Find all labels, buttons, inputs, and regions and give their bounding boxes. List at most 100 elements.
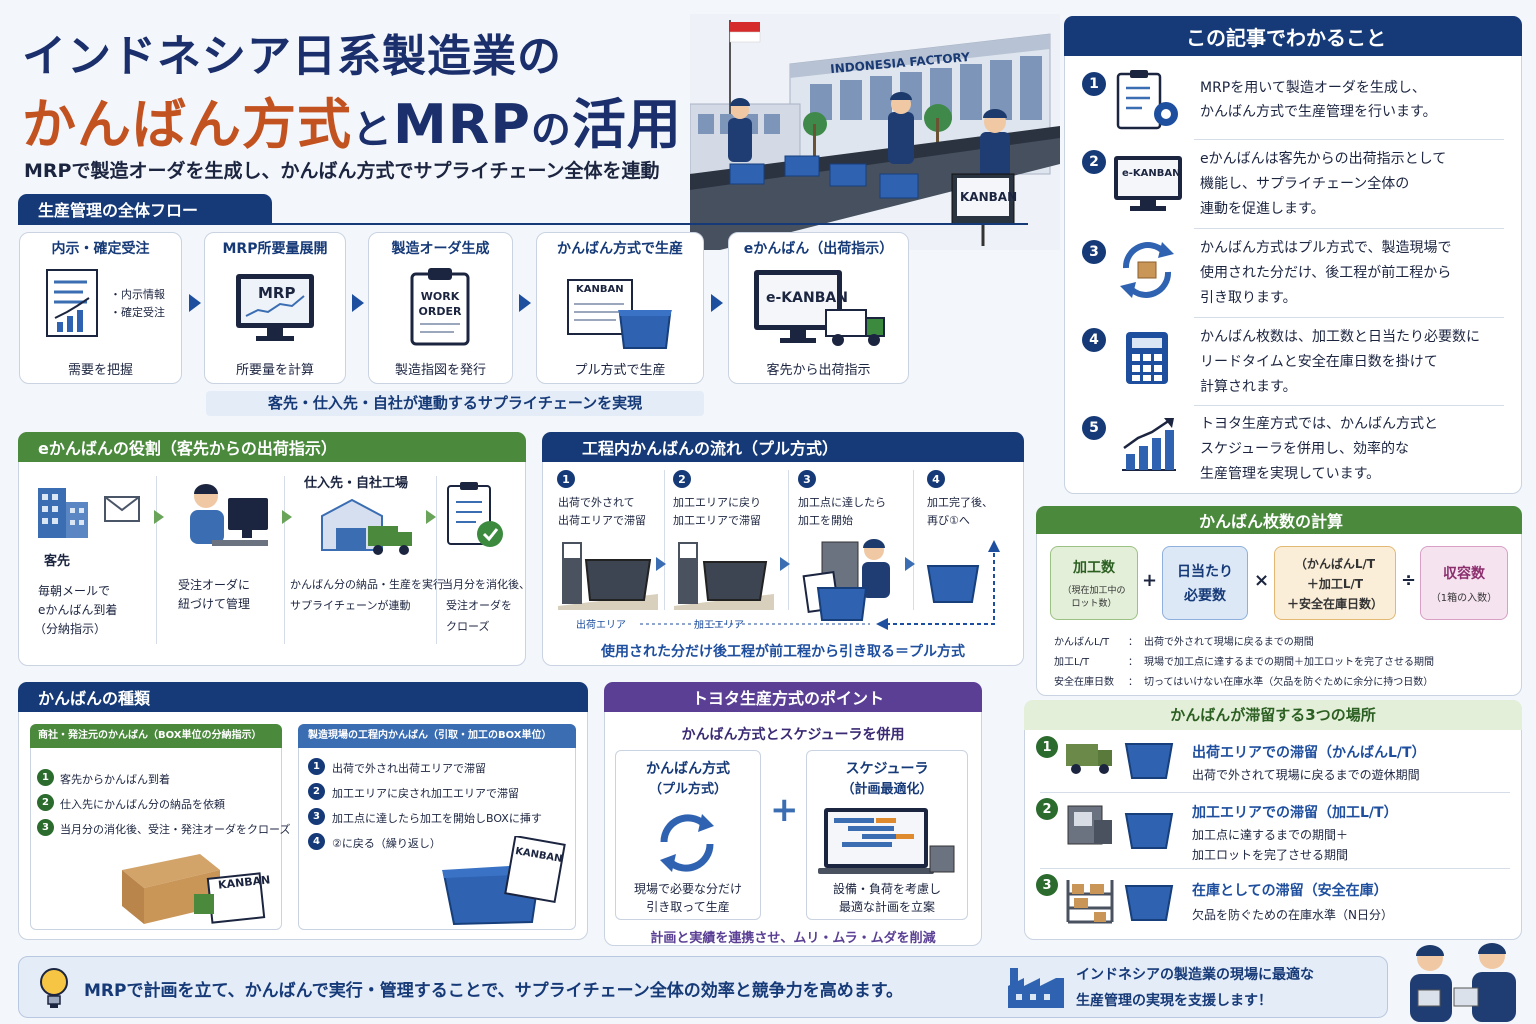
calc-term-capacity: 収容数 （1箱の入数） <box>1420 546 1508 620</box>
flow-step-2-caption: 所要量を計算 <box>235 363 314 378</box>
gantt-laptop-icon <box>818 808 955 874</box>
calc-term-leadtime-line-2: ＋加工L/T <box>1306 576 1364 591</box>
calc-def-3-value: 切ってはいけない在庫水準（欠品を防ぐために余分に持つ日数） <box>1144 677 1434 688</box>
stay-box-1-icon <box>1124 743 1174 779</box>
toyota-footer: 計画と実績を連携させ、ムリ・ムラ・ムダを削減 <box>650 931 936 946</box>
learn-num-3: 3 <box>1082 240 1106 264</box>
work-order-label: WORK ORDER <box>418 290 462 318</box>
flow-step-4-label: かんばん方式で生産 <box>557 241 683 257</box>
toyota-scheduler-desc-2: 最適な計画を立案 <box>838 900 935 914</box>
kanban-monitor-label: KANBAN <box>960 190 1018 204</box>
page-title-line2: かんばん方式とMRPの活用 <box>22 80 682 159</box>
return-loop-arrow <box>640 540 1000 630</box>
process-step-3-line-1: 加工点に達したら <box>798 496 886 509</box>
process-divider-1 <box>664 470 665 610</box>
machine-icon <box>1067 805 1112 845</box>
warehouse-truck-icon <box>321 498 412 555</box>
bottom-right-line-1: インドネシアの製造業の現場に最適な <box>1076 967 1314 983</box>
types-right-item-4: ②に戻る（繰り返し） <box>332 837 441 850</box>
learn-item-2-line-2: 機能し、サプライチェーン全体の <box>1200 176 1410 192</box>
toyota-scheduler-card <box>806 750 968 920</box>
stay-item-3-line-1: 欠品を防ぐための在庫水準（N日分） <box>1192 908 1393 922</box>
process-kanban-panel <box>542 432 1024 666</box>
finished-box-icon <box>926 565 980 603</box>
calc-def-3-key: 安全在庫日数 <box>1054 677 1114 688</box>
ekanban-item-4-line-1: 当月分を消化後、 <box>442 578 530 591</box>
calc-def-3-sep: ： <box>1128 677 1138 688</box>
bottom-right-line-2: 生産管理の実現を支援します！ <box>1076 993 1272 1009</box>
types-left-item-3: 当月分の消化後、受注・発注オーダをクローズ <box>60 823 291 836</box>
stay-box-3-icon <box>1124 885 1174 921</box>
ekanban-monitor-truck-icon <box>754 270 885 346</box>
learn-item-3-line-3: 引き取ります。 <box>1200 290 1297 306</box>
types-left-item-2: 仕入先にかんばん分の納品を依頼 <box>60 798 225 811</box>
process-divider-2 <box>788 470 789 610</box>
toyota-kanban-card <box>615 750 761 920</box>
process-step-2-line-2: 加工エリアで滞留 <box>673 514 761 527</box>
toyota-subtitle: かんばん方式とスケジューラを併用 <box>681 727 905 743</box>
operator-pc-icon <box>190 484 268 546</box>
ekanban-item-4-line-2: 受注オーダを <box>446 599 512 612</box>
learn-item-2-line-3: 連動を促進します。 <box>1200 201 1325 217</box>
toyota-scheduler-title-1: スケジューラ <box>845 761 929 777</box>
process-kanban-title: 工程内かんばんの流れ（プル方式） <box>542 432 1024 462</box>
learn-item-2-line-1: eかんばんは客先からの出荷指示として <box>1200 151 1447 167</box>
page-title-line1: インドネシア日系製造業の <box>22 31 562 82</box>
toyota-kanban-desc-1: 現場で必要な分だけ <box>633 882 742 896</box>
learn-ekanban-screen: e-KANBAN <box>1122 168 1181 179</box>
ekanban-divider-3 <box>436 476 437 644</box>
types-right-num-2: 2 <box>308 783 325 800</box>
flow-step-3-label: 製造オーダ生成 <box>391 241 490 257</box>
calc-term-capacity-label: 収容数 <box>1443 565 1485 582</box>
flow-arrow-1 <box>189 294 201 312</box>
ekanban-role-panel <box>18 432 526 666</box>
bar-chart-up-icon <box>1122 418 1176 471</box>
process-step-1-line-1: 出荷で外されて <box>558 496 635 509</box>
learn-item-5-line-1: トヨタ生産方式では、かんばん方式と <box>1200 416 1438 432</box>
stay-item-1-line-1: 出荷で外されて現場に戻るまでの遊休期間 <box>1192 768 1420 782</box>
factory-icon <box>1008 968 1064 1008</box>
toyota-scheduler-title-2: （計画最適化） <box>841 782 933 797</box>
page-subtitle: MRPで製造オーダを生成し、かんばん方式でサプライチェーン全体を連動 <box>24 160 660 182</box>
learn-num-2: 2 <box>1082 150 1106 174</box>
flow-step-5-caption: 客先から出荷指示 <box>766 363 871 378</box>
process-step-1-line-2: 出荷エリアで滞留 <box>558 514 646 527</box>
kanban-types-title: かんばんの種類 <box>18 682 588 712</box>
calc-def-2-sep: ： <box>1128 657 1138 668</box>
calc-term-processing-sub-1: （現在加工中の <box>1062 586 1126 596</box>
calc-term-leadtime-line-1: （かんばんL/T <box>1294 556 1376 571</box>
learn-item-5-line-3: 生産管理を実現しています。 <box>1200 466 1381 482</box>
process-step-4-line-1: 加工完了後、 <box>927 496 993 509</box>
process-footer: 使用された分だけ後工程が前工程から引き取る＝プル方式 <box>601 644 965 660</box>
types-left-num-2: 2 <box>37 794 54 811</box>
types-left-num-3: 3 <box>37 819 54 836</box>
stay-item-2-title: 加工エリアでの滞留（加工L/T） <box>1192 805 1398 821</box>
calc-term-processing-sub-2: ロット数） <box>1071 599 1117 609</box>
lightbulb-icon <box>40 968 68 1008</box>
kanban-tag-label: KANBAN <box>576 284 624 295</box>
ekanban-divider-1 <box>156 476 157 644</box>
process-arrow-2 <box>780 557 790 571</box>
types-right-item-1: 出荷で外され出荷エリアで滞留 <box>332 762 486 775</box>
stay-item-2-line-1: 加工点に達するまでの期間＋ <box>1192 828 1349 842</box>
ekanban-item-1-line-2: eかんばん到着 <box>38 603 118 617</box>
toyota-kanban-desc-2: 引き取って生産 <box>646 900 730 914</box>
types-right-header: 製造現場の工程内かんばん（引取・加工のBOX単位） <box>298 724 576 748</box>
learn-item-1-line-1: MRPを用いて製造オーダを生成し、 <box>1200 80 1426 96</box>
clipboard-gear-icon <box>1116 70 1178 130</box>
flow-step-5-label: eかんばん（出荷指示） <box>743 241 894 257</box>
calc-term-processing-label: 加工数 <box>1073 560 1115 576</box>
learn-item-4-line-3: 計算されます。 <box>1200 379 1297 395</box>
flow-arrow-4 <box>711 294 723 312</box>
factory-illustration <box>690 14 1060 250</box>
learn-item-5-line-2: スケジューラを併用し、効率的な <box>1200 441 1410 457</box>
bottom-banner-text: MRPで計画を立て、かんばんで実行・管理することで、サプライチェーン全体の効率と… <box>84 981 904 1001</box>
learn-item-4-line-1: かんばん枚数は、加工数と日当たり必要数に <box>1200 329 1480 345</box>
flow-step-1-caption: 需要を把握 <box>67 363 133 378</box>
types-right-num-3: 3 <box>308 808 325 825</box>
work-order-clipboard-icon <box>410 268 470 346</box>
flow-step-1-note-2: ・確定受注 <box>110 306 165 319</box>
calc-term-leadtime: （かんばんL/T ＋加工L/T ＋安全在庫日数） <box>1274 546 1396 620</box>
types-left-item-1: 客先からかんばん到着 <box>60 773 170 786</box>
flow-step-3-caption: 製造指図を発行 <box>394 363 486 378</box>
